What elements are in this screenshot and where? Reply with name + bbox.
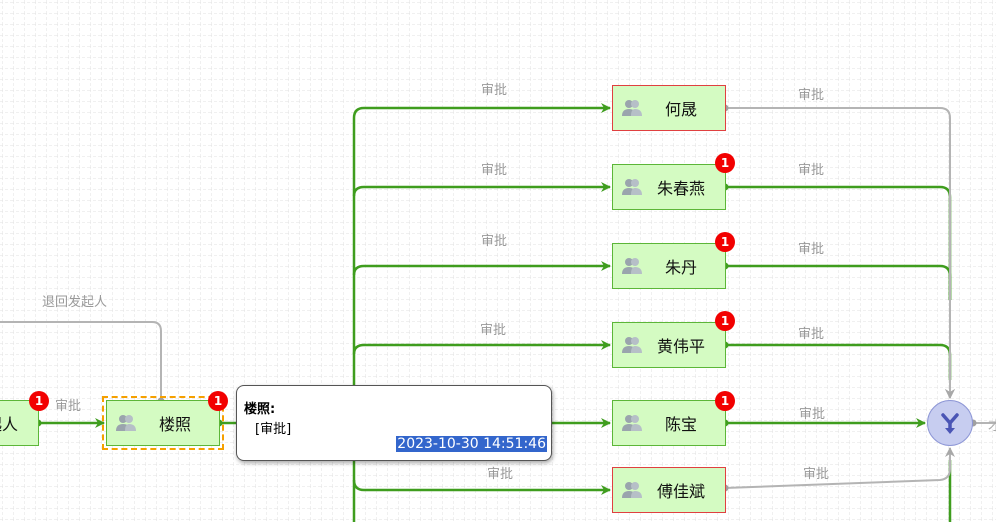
edge-label-approve: 审批 bbox=[798, 242, 825, 257]
node-label: 朱春燕 bbox=[656, 179, 705, 198]
node-tooltip: 楼照: [审批] 2023-10-30 14:51:46 bbox=[236, 385, 552, 461]
edge-to-zhudan[interactable] bbox=[352, 261, 611, 276]
edge-to-zhuchunyan[interactable] bbox=[352, 182, 611, 197]
tooltip-title: 楼照: bbox=[244, 402, 276, 417]
badge-count: 1 bbox=[29, 391, 49, 411]
node-label: 起人 bbox=[0, 415, 18, 434]
edge-label-return: 退回发起人 bbox=[42, 295, 108, 310]
user-group-icon bbox=[622, 482, 642, 498]
badge-count: 1 bbox=[715, 153, 735, 173]
node-chenbao[interactable]: 陈宝 bbox=[612, 400, 726, 446]
node-label: 朱丹 bbox=[664, 258, 697, 277]
edge-label-approve: 审批 bbox=[487, 467, 514, 482]
edge-label-approve: 审批 bbox=[799, 407, 826, 422]
tooltip-action: [审批] bbox=[255, 422, 292, 437]
badge-count: 1 bbox=[715, 232, 735, 252]
node-label: 楼照 bbox=[158, 415, 191, 434]
user-group-icon bbox=[622, 415, 642, 431]
edge-fujiabin-to-merge[interactable] bbox=[724, 447, 955, 489]
node-hesheng[interactable]: 何晟 bbox=[612, 85, 726, 131]
edge-label-approve: 审批 bbox=[55, 399, 82, 414]
edge-label-approve: 审批 bbox=[798, 327, 825, 342]
edge-label-approve: 审批 bbox=[481, 234, 508, 249]
user-group-icon bbox=[622, 179, 642, 195]
edge-label-approve: 审批 bbox=[480, 323, 507, 338]
node-zhuchunyan[interactable]: 朱春燕 bbox=[612, 164, 726, 210]
badge-count: 1 bbox=[715, 311, 735, 331]
badge-count: 1 bbox=[208, 391, 228, 411]
edge-label-approve: 审批 bbox=[481, 83, 508, 98]
tooltip-timestamp: 2023-10-30 14:51:46 bbox=[396, 436, 547, 452]
merge-icon bbox=[941, 413, 959, 434]
edge-to-fujiabin[interactable] bbox=[352, 479, 611, 495]
edge-label-approve: 审批 bbox=[481, 163, 508, 178]
node-label: 陈宝 bbox=[664, 415, 697, 434]
edge-label-approve: 审批 bbox=[798, 88, 825, 103]
node-huangweiping[interactable]: 黄伟平 bbox=[612, 322, 726, 368]
node-zhudan[interactable]: 朱丹 bbox=[612, 243, 726, 289]
user-group-icon bbox=[116, 415, 136, 431]
node-fujiabin[interactable]: 傅佳斌 bbox=[612, 467, 726, 513]
edge-hesheng-to-merge[interactable] bbox=[725, 107, 955, 399]
badge-count: 1 bbox=[715, 391, 735, 411]
user-group-icon bbox=[622, 100, 642, 116]
edge-label-approve: 审批 bbox=[803, 467, 830, 482]
merge-gateway-node[interactable] bbox=[927, 400, 973, 446]
node-label: 黄伟平 bbox=[656, 337, 705, 356]
node-louzhao[interactable]: 楼照 bbox=[102, 396, 224, 450]
node-label: 何晟 bbox=[664, 100, 697, 119]
edge-trunk-vertical[interactable] bbox=[352, 103, 611, 522]
end-node-label: 才 bbox=[988, 419, 996, 434]
edge-to-huangweiping[interactable] bbox=[352, 340, 611, 355]
user-group-icon bbox=[622, 258, 642, 274]
node-label: 傅佳斌 bbox=[656, 482, 705, 501]
edge-label-approve: 审批 bbox=[798, 163, 825, 178]
user-group-icon bbox=[622, 337, 642, 353]
edge-return-to-initiator[interactable] bbox=[0, 321, 162, 400]
